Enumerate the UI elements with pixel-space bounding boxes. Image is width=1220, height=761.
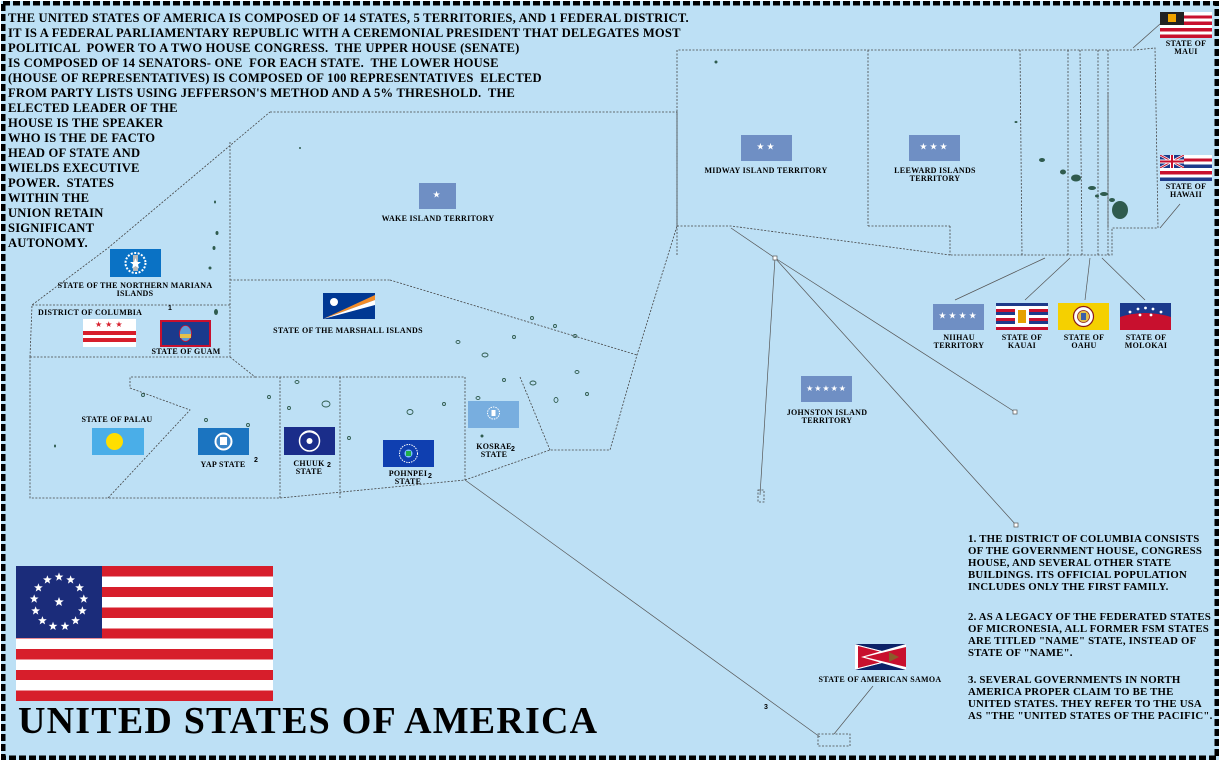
note-marker: 1 bbox=[168, 305, 172, 312]
label-marshall-islands: State of the Marshall Islands bbox=[273, 326, 423, 335]
flag-guam bbox=[160, 320, 211, 347]
intro-line: political power to a two house congress.… bbox=[8, 41, 520, 55]
footnote-3: 3. Several governments in North America … bbox=[968, 674, 1213, 722]
label-pohnpei: Pohnpei State bbox=[388, 469, 428, 486]
flag-star bbox=[34, 583, 43, 592]
page-title: United States of America bbox=[18, 700, 599, 742]
flag-palau bbox=[92, 428, 144, 455]
flag-chuuk bbox=[284, 427, 335, 455]
flag-star bbox=[79, 594, 89, 603]
flag-maui bbox=[1160, 12, 1212, 38]
label-kosrae: Kosrae State bbox=[476, 442, 512, 459]
intro-line: autonomy. bbox=[8, 236, 88, 250]
intro-line: elected leader of the bbox=[8, 101, 178, 115]
note-marker: 3 bbox=[764, 704, 768, 711]
label-maui: State of Maui bbox=[1165, 39, 1207, 56]
flag-johnston: ★★★★★ bbox=[801, 376, 852, 402]
intro-line: from party lists using Jefferson's metho… bbox=[8, 86, 516, 100]
intro-line: head of state and bbox=[8, 146, 141, 160]
note-marker: 2 bbox=[511, 446, 515, 453]
flag-star bbox=[48, 621, 58, 630]
intro-line: (House of representatives) is composed o… bbox=[8, 71, 542, 85]
island-icon bbox=[714, 60, 1128, 219]
flag-star bbox=[71, 616, 80, 625]
intro-line: is composed of 14 senators- one for each… bbox=[8, 56, 499, 70]
flag-star bbox=[66, 575, 75, 584]
label-wake: Wake Island Territory bbox=[381, 214, 495, 223]
label-midway: Midway Island Territory bbox=[704, 166, 828, 175]
flag-star bbox=[38, 616, 47, 625]
flag-leeward: ★★★ bbox=[909, 135, 960, 161]
flag-star bbox=[29, 594, 39, 603]
intro-line: house is the speaker bbox=[8, 116, 164, 130]
flag-niihau: ★★★★ bbox=[933, 304, 984, 330]
flag-pohnpei bbox=[383, 440, 434, 467]
flag-district-of-columbia: ★★★ bbox=[83, 319, 136, 347]
flag-kosrae bbox=[468, 401, 519, 428]
label-american-samoa: State of American Samoa bbox=[818, 675, 942, 684]
label-hawaii: State of Hawaii bbox=[1165, 182, 1207, 199]
star-icon: ★★ bbox=[756, 142, 777, 153]
flag-hawaii bbox=[1160, 155, 1212, 181]
label-molokai: State of Molokai bbox=[1124, 333, 1168, 350]
intro-line: power. States bbox=[8, 176, 115, 190]
note-marker: 2 bbox=[254, 457, 258, 464]
flag-star bbox=[31, 606, 40, 615]
label-guam: State of Guam bbox=[151, 347, 221, 356]
label-district-of-columbia: District of Columbia bbox=[38, 308, 143, 317]
flag-united-states bbox=[16, 566, 273, 701]
footnote-2: 2. As a legacy of the Federated States o… bbox=[968, 611, 1211, 659]
flag-marshall-islands bbox=[323, 293, 375, 319]
intro-line: wields executive bbox=[8, 161, 140, 175]
label-johnston: Johnston Island Territory bbox=[786, 408, 868, 425]
flag-star bbox=[54, 572, 64, 581]
flag-molokai bbox=[1120, 303, 1171, 330]
flag-star bbox=[75, 583, 84, 592]
note-marker: 2 bbox=[428, 473, 432, 480]
intro-line: union retain bbox=[8, 206, 104, 220]
star-icon: ★★★★ bbox=[938, 311, 979, 322]
intro-line: The United States of America is composed… bbox=[8, 11, 689, 25]
star-icon: ★ bbox=[432, 190, 443, 201]
flag-midway: ★★ bbox=[741, 135, 792, 161]
flag-star bbox=[60, 621, 70, 630]
note-marker: 2 bbox=[327, 462, 331, 469]
label-yap: Yap State bbox=[200, 460, 246, 469]
label-kauai: State of Kauai bbox=[1001, 333, 1043, 350]
intro-line: who is the de facto bbox=[8, 131, 156, 145]
flag-star bbox=[43, 575, 52, 584]
flag-kauai bbox=[996, 303, 1048, 330]
star-icon: ★★★★★ bbox=[806, 383, 847, 393]
label-oahu: State of Oahu bbox=[1063, 333, 1105, 350]
flag-yap bbox=[198, 428, 249, 455]
flag-oahu bbox=[1058, 303, 1109, 330]
intro-line: It is a federal parliamentary republic w… bbox=[8, 26, 681, 40]
intro-line: within the bbox=[8, 191, 90, 205]
label-niihau: Niihau Territory bbox=[933, 333, 985, 350]
star-circle-icon bbox=[29, 572, 89, 630]
flag-star bbox=[54, 597, 64, 607]
label-northern-mariana: State of the Northern Mariana Islands bbox=[57, 281, 213, 298]
flag-star bbox=[78, 606, 87, 615]
label-leeward: Leeward Islands Territory bbox=[894, 166, 976, 183]
footnote-1: 1. The District of Columbia consists of … bbox=[968, 533, 1203, 593]
label-chuuk: Chuuk State bbox=[293, 459, 325, 476]
intro-line: significant bbox=[8, 221, 95, 235]
star-icon: ★★★ bbox=[919, 142, 950, 153]
flag-wake: ★ bbox=[419, 183, 456, 209]
label-palau: State of Palau bbox=[81, 415, 153, 424]
flag-northern-mariana-islands bbox=[110, 249, 161, 277]
flag-american-samoa bbox=[855, 644, 906, 670]
